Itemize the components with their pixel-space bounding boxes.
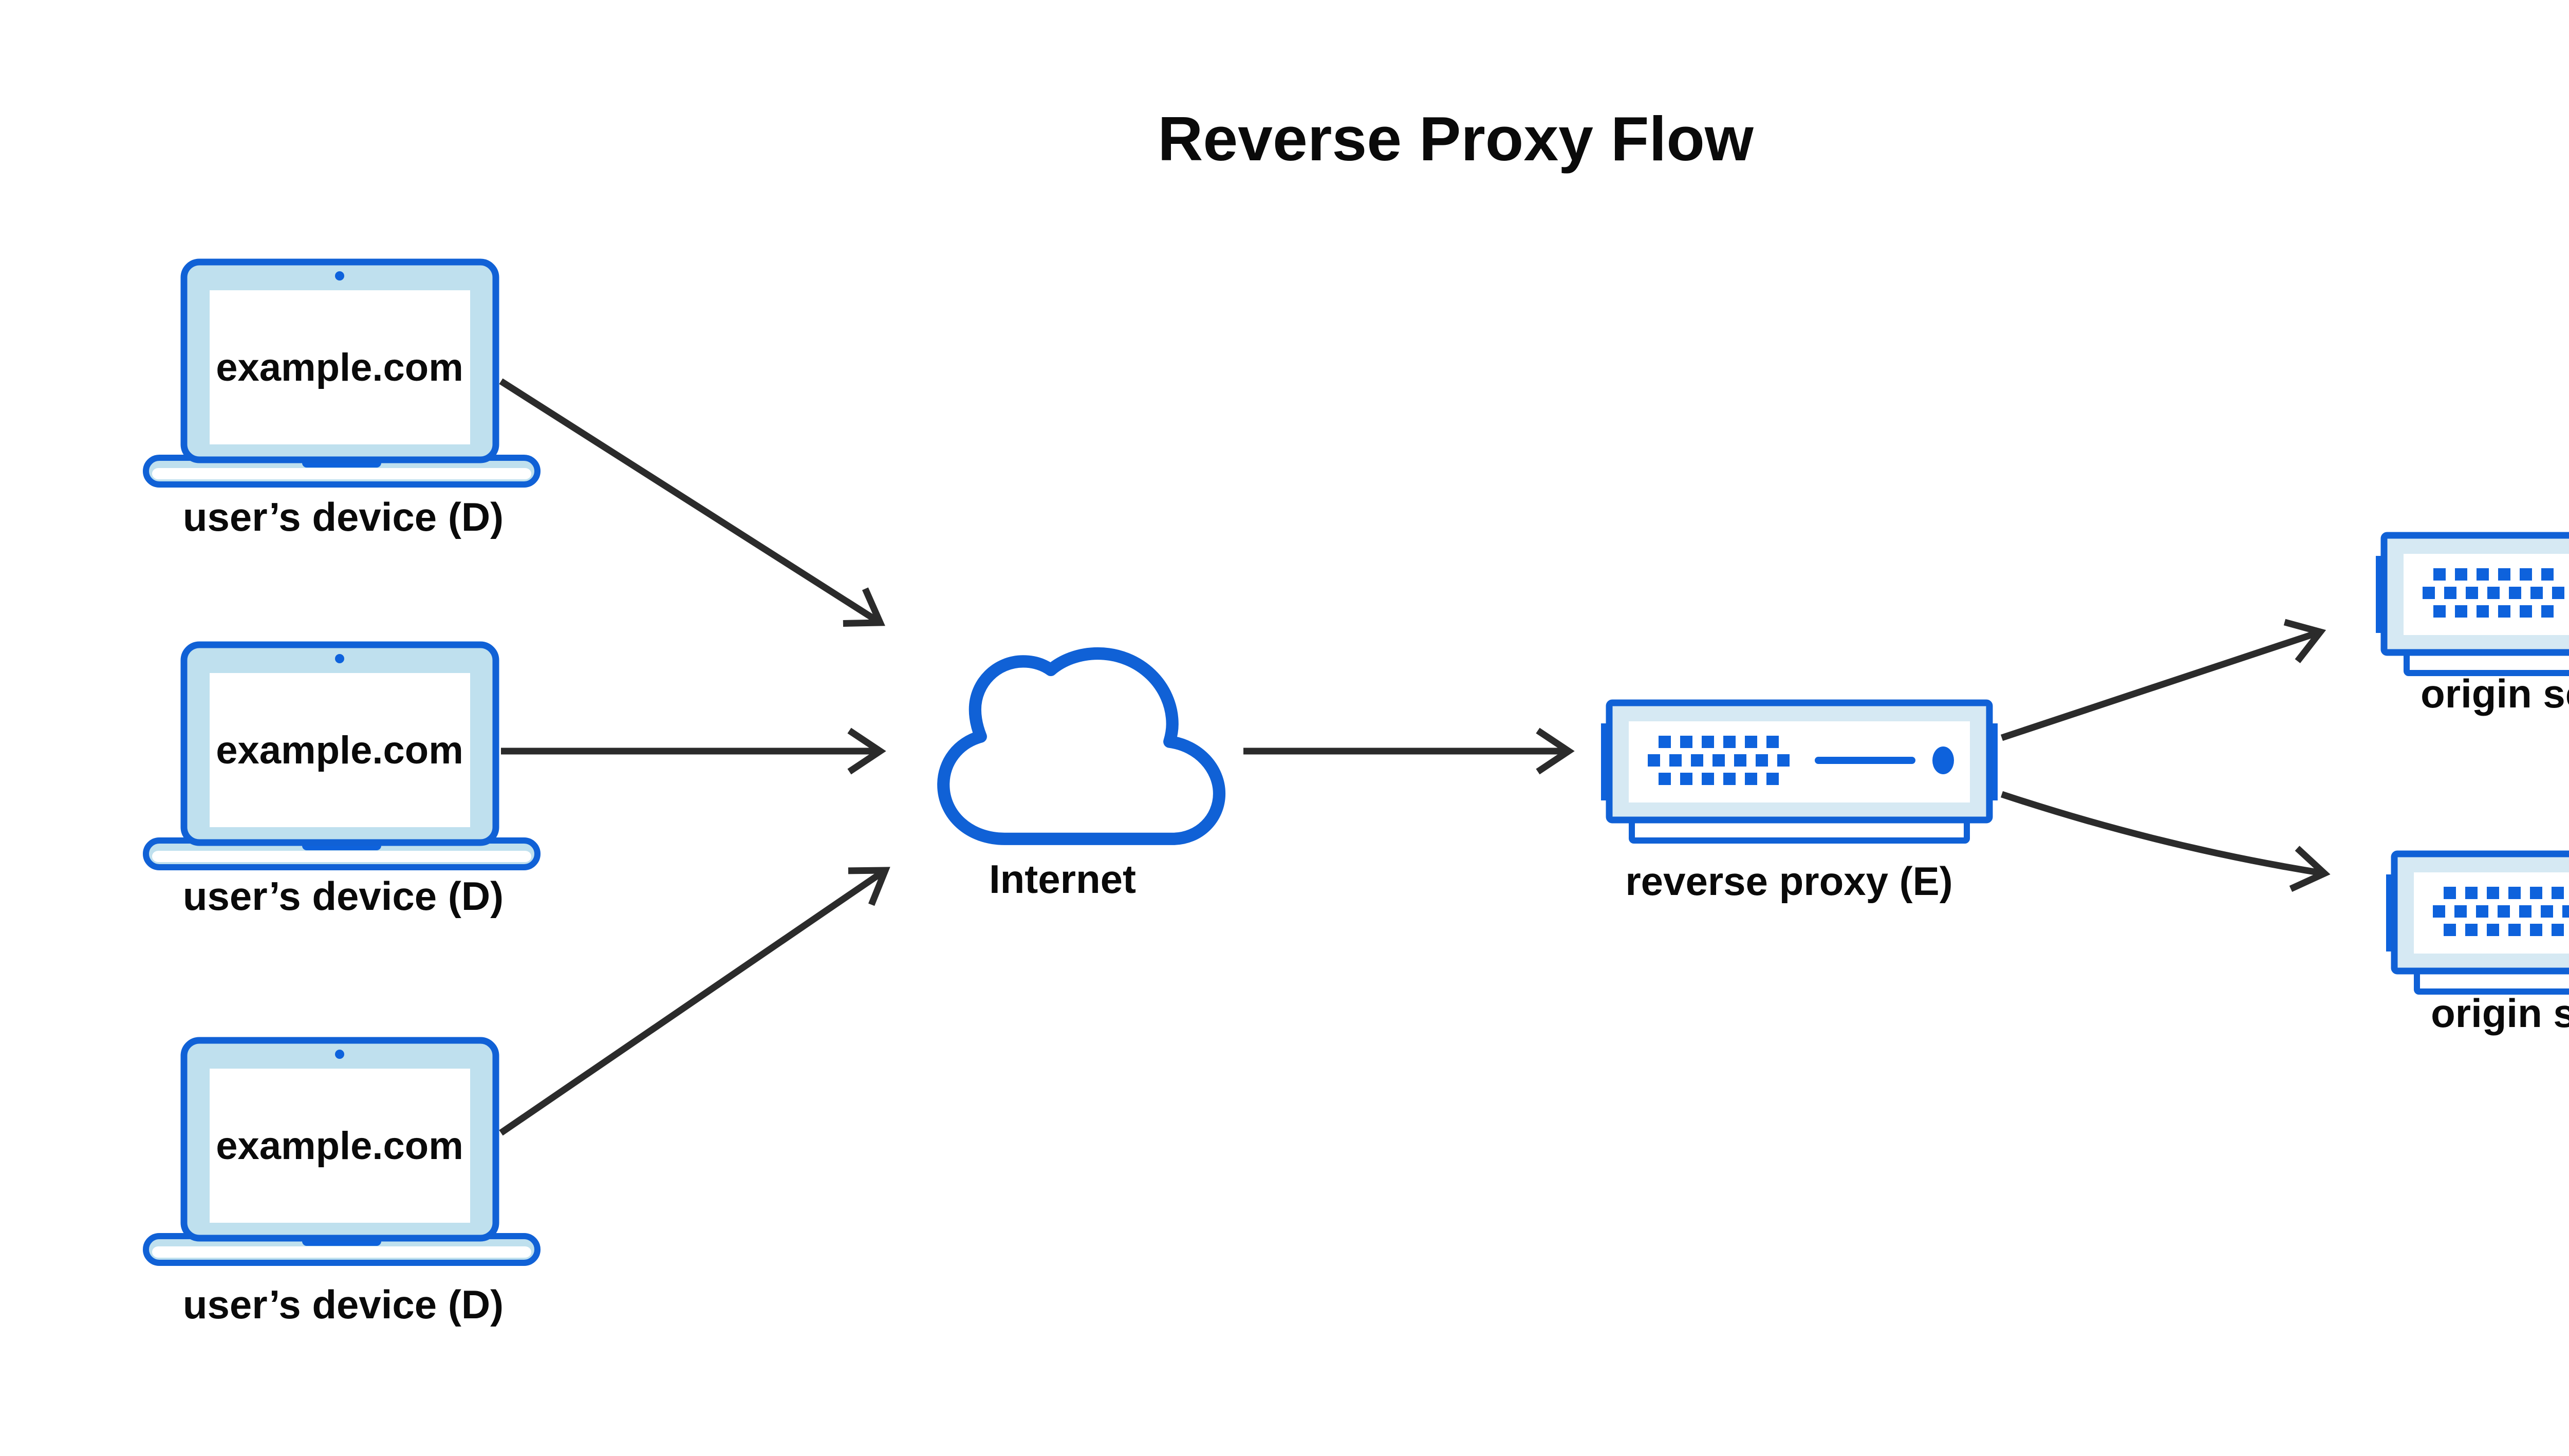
device-screen-text: example.com: [216, 729, 463, 772]
page-title: Reverse Proxy Flow: [1158, 104, 1754, 174]
server-icon: [2376, 535, 2569, 673]
origin-server-1: origin server (F): [2376, 535, 2569, 716]
device-screen-text: example.com: [216, 1124, 463, 1168]
device-label: user’s device (D): [183, 1282, 504, 1327]
origin-server-label: origin server (F): [2431, 991, 2569, 1036]
user-device-3: example.com user’s device (D): [146, 1040, 537, 1327]
internet-label: Internet: [989, 856, 1136, 902]
reverse-proxy-label: reverse proxy (E): [1625, 858, 1952, 904]
flow-arrows: [499, 378, 2331, 1136]
reverse-proxy-node: reverse proxy (E): [1601, 703, 1998, 904]
arrow-device1-to-internet: [499, 378, 885, 627]
arrow-device3-to-internet: [499, 867, 890, 1136]
origin-server-label: origin server (F): [2421, 671, 2569, 716]
internet-node: Internet: [937, 647, 1226, 902]
server-icon: [2386, 854, 2569, 992]
device-label: user’s device (D): [183, 494, 504, 539]
user-device-2: example.com user’s device (D): [146, 645, 537, 919]
origin-server-2: origin server (F): [2386, 854, 2569, 1036]
device-screen-text: example.com: [216, 346, 463, 389]
device-label: user’s device (D): [183, 873, 504, 919]
arrow-proxy-to-origin2: [2000, 791, 2331, 892]
server-icon: [1601, 703, 1998, 841]
arrow-proxy-to-origin1: [2000, 619, 2326, 741]
user-device-1: example.com user’s device (D): [146, 262, 537, 539]
cloud-icon: [937, 647, 1226, 845]
